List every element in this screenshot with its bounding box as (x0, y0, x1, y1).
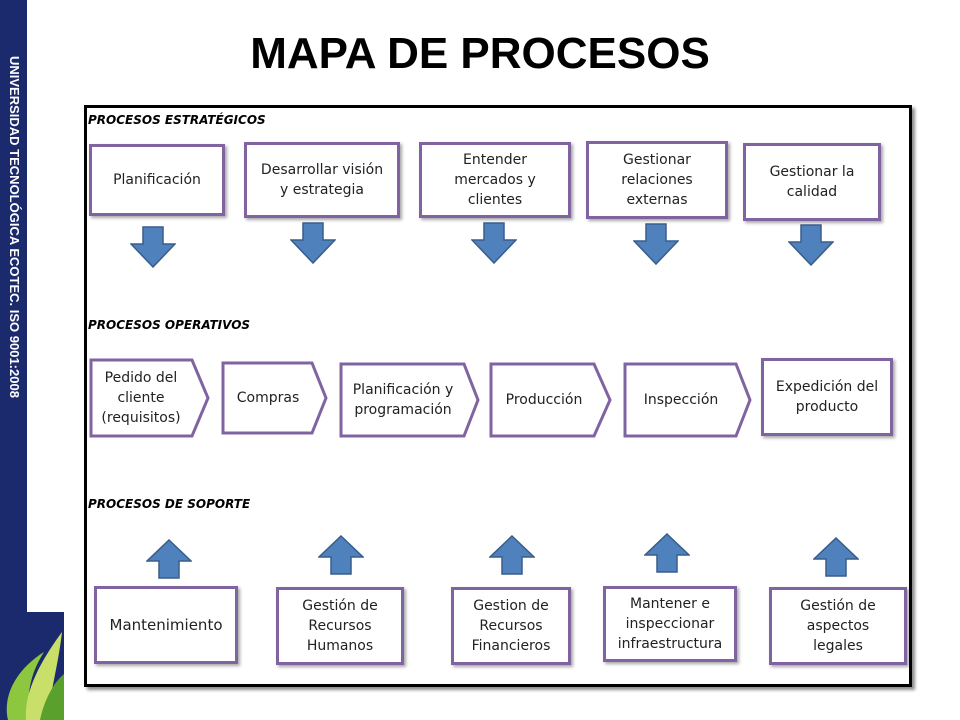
operative-step-label: Compras (236, 390, 300, 406)
down-arrow-icon (290, 222, 336, 264)
strategic-box-relaciones: Gestionar relaciones externas (586, 141, 728, 219)
page-title: MAPA DE PROCESOS (250, 29, 710, 78)
up-arrow-icon (813, 537, 859, 577)
up-arrow-icon (489, 535, 535, 575)
down-arrow-icon (130, 226, 176, 268)
support-box-infraestructura: Mantener e inspeccionar infraestructura (603, 586, 737, 662)
side-banner-text: UNIVERSIDAD TECNOLÓGICA ECOTEC. ISO 9001… (7, 56, 22, 398)
operative-step-label: Planificación y programación (352, 382, 454, 418)
strategic-box-planificacion: Planificación (89, 144, 225, 216)
strategic-box-calidad: Gestionar la calidad (743, 143, 881, 221)
operative-step-produccion: Producción (488, 361, 614, 439)
strategic-box-mercados: Entender mercados y clientes (419, 142, 571, 218)
leaf-logo-icon (0, 612, 64, 720)
side-banner (0, 0, 27, 612)
support-box-recursos-financieros: Gestion de Recursos Financieros (451, 587, 571, 665)
operative-step-expedicion: Expedición del producto (761, 358, 893, 436)
strategic-section-label: PROCESOS ESTRATÉGICOS (88, 113, 266, 127)
chevron-shape (221, 361, 328, 435)
up-arrow-icon (318, 535, 364, 575)
strategic-box-vision: Desarrollar visión y estrategia (244, 142, 400, 218)
operative-step-label: Inspección (643, 392, 719, 408)
up-arrow-icon (644, 533, 690, 573)
support-box-recursos-humanos: Gestión de Recursos Humanos (276, 587, 404, 665)
up-arrow-icon (146, 539, 192, 579)
operative-section-label: PROCESOS OPERATIVOS (88, 318, 251, 332)
operative-step-inspeccion: Inspección (622, 361, 754, 439)
chevron-shape (489, 362, 612, 438)
operative-step-label: Producción (505, 392, 583, 408)
operative-step-label: Pedido del cliente (requisitos) (101, 370, 181, 426)
operative-step-planificacion: Planificación y programación (338, 361, 482, 439)
operative-step-pedido: Pedido del cliente (requisitos) (88, 357, 212, 439)
chevron-shape (89, 358, 210, 438)
support-section-label: PROCESOS DE SOPORTE (88, 497, 251, 511)
down-arrow-icon (788, 224, 834, 266)
operative-step-compras: Compras (220, 360, 330, 436)
down-arrow-icon (633, 223, 679, 265)
support-box-aspectos-legales: Gestión de aspectos legales (769, 587, 907, 665)
chevron-shape (623, 362, 752, 438)
support-box-mantenimiento: Mantenimiento (94, 586, 238, 664)
chevron-shape (339, 362, 480, 438)
down-arrow-icon (471, 222, 517, 264)
